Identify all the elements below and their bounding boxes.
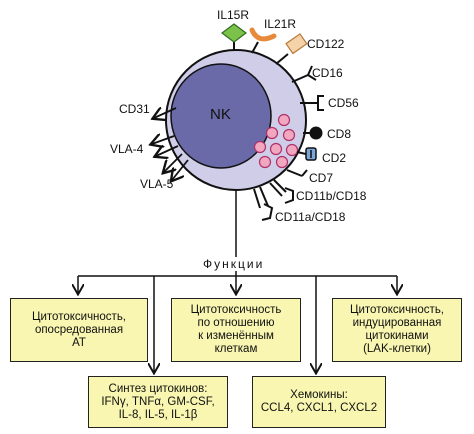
cytotoxic-granules bbox=[253, 113, 299, 169]
cd31-label: CD31 bbox=[119, 102, 150, 116]
cd2-receptor bbox=[296, 147, 317, 161]
cd8-receptor bbox=[303, 126, 323, 140]
cd11b-cd18-label: CD11b/CD18 bbox=[296, 189, 367, 203]
function-box-chemokines: Хемокины: CCL4, CXCL1, CXCL2 bbox=[252, 376, 386, 428]
il15r-label: IL15R bbox=[217, 8, 250, 22]
il21r-label: IL21R bbox=[264, 17, 297, 31]
cd16-receptor bbox=[291, 65, 317, 83]
functions-title: Функции bbox=[203, 257, 265, 271]
cd8-label: CD8 bbox=[327, 127, 352, 141]
cd2-label: CD2 bbox=[322, 151, 347, 165]
cd7-receptor bbox=[286, 169, 308, 177]
cd31-arrow bbox=[154, 108, 177, 118]
cd56-label: CD56 bbox=[328, 96, 359, 110]
cd16-label: CD16 bbox=[312, 66, 343, 80]
function-box-antibody-cytotoxicity: Цитотоксичность, опосредованная АТ bbox=[10, 298, 148, 362]
cd122-receptor bbox=[275, 33, 308, 65]
function-box-cytokine-synthesis: Синтез цитокинов: IFNγ, TNFα, GM-CSF, IL… bbox=[88, 376, 228, 428]
cd11b-cd18-receptor bbox=[269, 179, 294, 204]
function-box-altered-cell-cytotoxicity: Цитотоксичность по отношению к изменённы… bbox=[171, 298, 301, 362]
cd122-label: CD122 bbox=[307, 37, 345, 51]
cd11a-cd18-label: CD11a/CD18 bbox=[275, 210, 346, 224]
vla4-label: VLA-4 bbox=[110, 142, 144, 156]
il15r-receptor bbox=[221, 23, 247, 50]
nk-cell-nucleus bbox=[170, 63, 272, 169]
nk-label: NK bbox=[210, 106, 231, 123]
cd7-label: CD7 bbox=[309, 171, 334, 185]
cd56-receptor bbox=[300, 95, 324, 111]
function-box-cytokine-induced-cytotoxicity: Цитотоксичность, индуцированная цитокина… bbox=[332, 298, 462, 362]
vla5-label: VLA-5 bbox=[140, 177, 174, 191]
function-connectors bbox=[78, 190, 397, 372]
vla4-arrows bbox=[152, 136, 179, 156]
il21r-receptor bbox=[249, 27, 277, 54]
vla5-arrows bbox=[164, 153, 189, 180]
cd11a-cd18-receptor bbox=[253, 186, 274, 221]
